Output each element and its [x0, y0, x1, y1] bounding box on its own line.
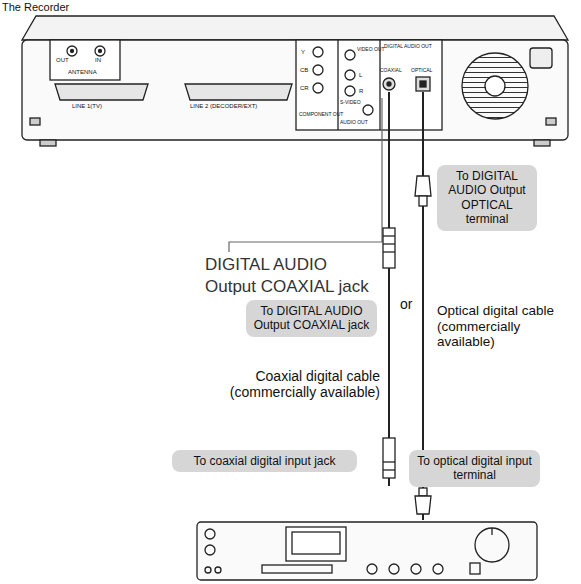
recorder [22, 16, 568, 146]
callout-box: To optical digital input terminal [409, 450, 540, 487]
panel-label: LINE 1(TV) [72, 103, 102, 110]
amplifier [197, 522, 537, 580]
panel-label: ANTENNA [68, 69, 97, 76]
panel-label: IN [95, 57, 101, 64]
panel-label: CR [300, 85, 309, 92]
panel-label: S-VIDEO [340, 100, 361, 106]
panel-label: CB [300, 67, 308, 74]
callout-text: To DIGITAL AUDIO Output COAXIAL jack [252, 304, 371, 333]
leader-line [229, 98, 382, 252]
callout-text: To coaxial digital input jack [178, 454, 351, 468]
heading: The Recorder [2, 1, 122, 14]
panel-label: LINE 2 (DECODER/EXT) [190, 103, 257, 110]
cable-label: Coaxial digital cable (commercially avai… [215, 368, 380, 400]
panel-label: VIDEO OUT [357, 47, 385, 53]
cable-label: Optical digital cable (commercially avai… [437, 303, 577, 350]
panel-label: AUDIO OUT [340, 120, 368, 126]
panel-label: COMPONENT OUT [299, 112, 343, 118]
callout-text: To DIGITAL AUDIO Output OPTICAL terminal [443, 169, 531, 227]
panel-label: Y [301, 49, 305, 56]
callout-text: To optical digital input terminal [415, 454, 534, 483]
panel-label: DIGITAL AUDIO OUT [384, 44, 432, 50]
panel-label: L [359, 72, 362, 79]
panel-label: COAXIAL [380, 68, 402, 74]
panel-label: OPTICAL [411, 68, 432, 74]
coaxial-cable [383, 92, 395, 486]
connector-word: or [400, 296, 420, 312]
panel-label: R [359, 88, 363, 95]
callout-box: To coaxial digital input jack [172, 450, 357, 472]
callout-box: To DIGITAL AUDIO Output COAXIAL jack [246, 300, 377, 337]
panel-label: OUT [56, 57, 69, 64]
callout-text: DIGITAL AUDIO Output COAXIAL jack [205, 254, 377, 298]
callout-box: To DIGITAL AUDIO Output OPTICAL terminal [437, 165, 537, 231]
